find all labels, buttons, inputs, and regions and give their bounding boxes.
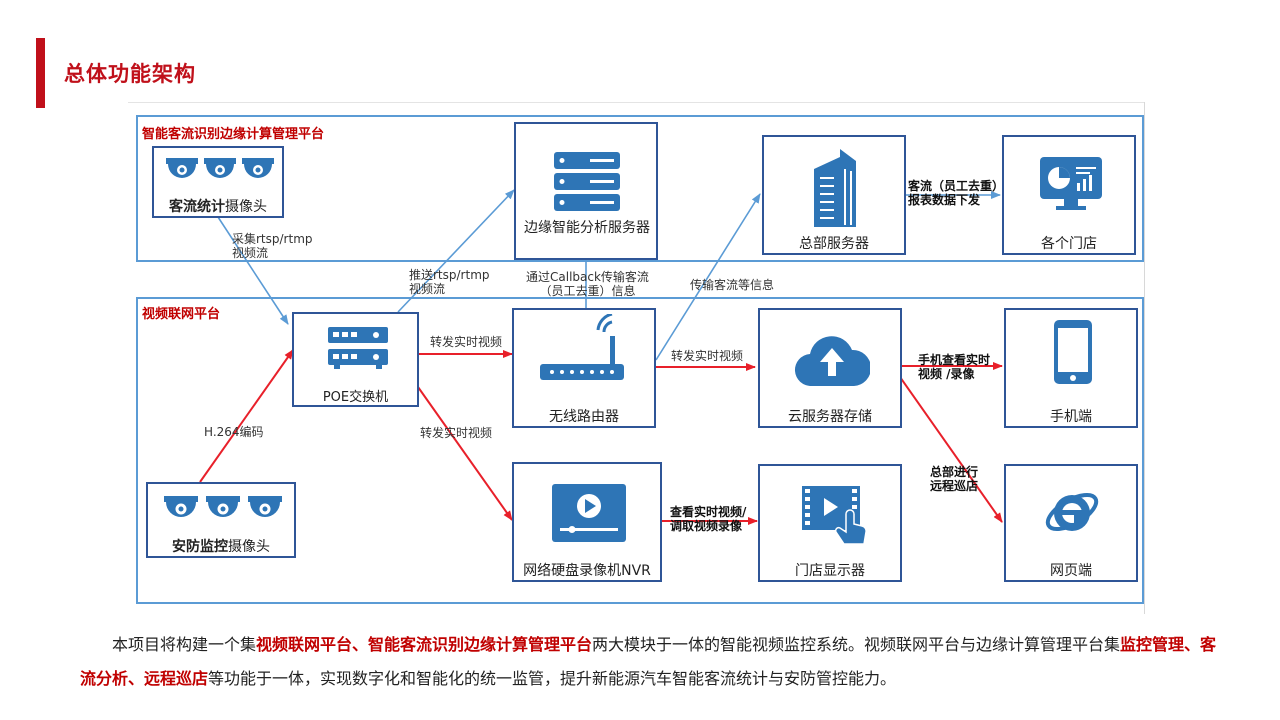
edge-layer [199, 189, 1003, 525]
network-switch-icon [328, 327, 388, 369]
node-hq-server: 总部服务器 [762, 135, 906, 255]
node-label-poe-switch: POE交换机 [322, 390, 389, 405]
description-paragraph: 本项目将构建一个集视频联网平台、智能客流识别边缘计算管理平台两大模块于一体的智能… [80, 628, 1220, 696]
edge-label-line: 视频 /录像 [918, 367, 975, 381]
node-label-rest: 摄像头 [228, 539, 270, 555]
edge-transmit [655, 193, 761, 361]
web-browser-icon [1045, 492, 1099, 532]
edge-label-line: （员工去重）信息 [539, 284, 636, 298]
wireless-router-icon [540, 314, 624, 380]
node-router: 无线路由器 [512, 308, 656, 428]
node-label-cloud-storage: 云服务器存储 [788, 409, 872, 425]
node-label-bold: 安防监控 [172, 539, 228, 555]
edge-label-line: 报表数据下发 [908, 193, 981, 207]
edge-label-mobile-view: 手机查看实时 视频 /录像 [918, 353, 990, 381]
dome-camera-icon [164, 496, 282, 517]
edge-label-line: 调取视频录像 [670, 519, 743, 533]
frame-right-line [1144, 102, 1145, 614]
node-label-router: 无线路由器 [549, 409, 619, 425]
description-text: 等功能于一体，实现数字化和智能化的统一监管，提升新能源汽车智能客流统计与安防管控… [208, 669, 897, 688]
node-poe-switch: POE交换机 [292, 312, 419, 407]
node-label-store-display: 门店显示器 [795, 563, 865, 579]
edge-h264 [199, 349, 294, 483]
group-video-platform [136, 297, 1144, 604]
edge-label-hq-patrol: 总部进行 远程巡店 [930, 465, 978, 493]
dashboard-monitor-icon [1040, 157, 1102, 210]
node-store-display: 门店显示器 [758, 464, 902, 582]
edge-label-line: 视频流 [232, 246, 269, 260]
edge-label-line: 采集rtsp/rtmp [232, 232, 313, 246]
description-text: 本项目将构建一个集 [112, 635, 257, 654]
edge-label-h264: H.264编码 [204, 425, 264, 439]
node-label-security-camera: 安防监控摄像头 [148, 536, 294, 556]
dome-camera-icon [166, 158, 274, 178]
node-label-traffic-camera: 客流统计摄像头 [154, 196, 282, 216]
video-player-icon [552, 484, 626, 542]
edge-label-line: 查看实时视频/ [670, 505, 747, 519]
edge-label-line: 推送rtsp/rtmp [409, 268, 490, 282]
node-cloud-storage: 云服务器存储 [758, 308, 902, 428]
node-label-web: 网页端 [1050, 563, 1092, 579]
page-title: 总体功能架构 [64, 62, 196, 86]
node-stores: 各个门店 [1002, 135, 1136, 255]
smartphone-icon [1054, 320, 1092, 384]
cloud-upload-icon [795, 336, 870, 386]
edge-label-line: 视频流 [409, 282, 446, 296]
edge-label-capture: 采集rtsp/rtmp 视频流 [232, 232, 313, 260]
office-building-icon [814, 149, 856, 227]
edge-label-callback: 通过Callback传输客流 （员工去重）信息 [526, 270, 649, 298]
group-label-edge-platform: 智能客流识别边缘计算管理平台 [142, 127, 325, 142]
edge-label-push: 推送rtsp/rtmp 视频流 [409, 268, 490, 296]
node-label-mobile: 手机端 [1050, 409, 1092, 425]
group-label-video-platform: 视频联网平台 [142, 307, 221, 322]
video-touch-icon [802, 486, 867, 544]
node-label-stores: 各个门店 [1041, 236, 1097, 252]
edge-label-forward-nvr: 转发实时视频 [420, 426, 493, 440]
server-stack-icon [554, 152, 620, 211]
description-highlight: 视频联网平台、智能客流识别边缘计算管理平台 [256, 635, 593, 654]
title-accent-bar [36, 38, 45, 108]
group-edge-platform [136, 115, 1144, 262]
node-label-hq-server: 总部服务器 [799, 236, 869, 252]
edge-label-view-record: 查看实时视频/ 调取视频录像 [670, 505, 746, 533]
description-highlight: 监控管理、客流分析、远程巡店 [80, 635, 1217, 688]
edge-label-forward-router: 转发实时视频 [430, 335, 503, 349]
node-label-bold: 客流统计 [169, 199, 225, 215]
edge-label-line: 手机查看实时 [918, 353, 991, 367]
edge-hq-patrol [899, 376, 1003, 523]
node-nvr: 网络硬盘录像机NVR [512, 462, 662, 582]
edge-label-line: 客流（员工去重） [908, 179, 1005, 193]
node-edge-server: 边缘智能分析服务器 [514, 122, 658, 260]
description-text: 两大模块于一体的智能视频监控系统。视频联网平台与边缘计算管理平台集 [592, 635, 1121, 654]
edge-label-line: 通过Callback传输客流 [526, 270, 649, 284]
node-traffic-camera: 客流统计摄像头 [152, 146, 284, 218]
edge-push [397, 189, 515, 313]
edge-label-forward-cloud: 转发实时视频 [671, 349, 744, 363]
edge-label-line: 远程巡店 [930, 479, 979, 493]
node-label-rest: 摄像头 [225, 199, 267, 215]
node-label-nvr: 网络硬盘录像机NVR [523, 563, 651, 579]
architecture-diagram: 智能客流识别边缘计算管理平台 视频联网平台 采集rtsp/rtmp 视频流 推送… [128, 102, 1148, 612]
frame-top-line [128, 102, 1144, 103]
edge-label-transmit: 传输客流等信息 [690, 278, 775, 292]
edge-capture [217, 216, 289, 325]
edge-forward-nvr [417, 386, 513, 521]
node-label-edge-server: 边缘智能分析服务器 [524, 220, 650, 236]
node-security-camera: 安防监控摄像头 [146, 482, 296, 558]
node-web: 网页端 [1004, 464, 1138, 582]
edge-label-report: 客流（员工去重） 报表数据下发 [908, 179, 1004, 207]
node-mobile: 手机端 [1004, 308, 1138, 428]
edge-label-line: 总部进行 [930, 465, 979, 479]
